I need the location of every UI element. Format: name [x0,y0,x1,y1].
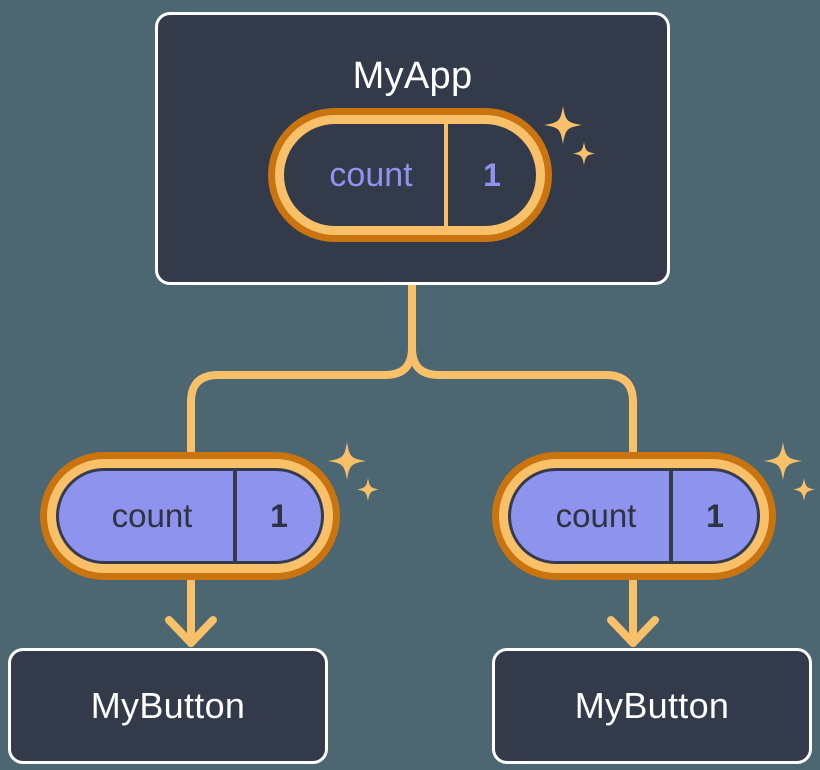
component-node-mybutton-left[interactable]: MyButton [8,648,328,764]
edge-root-to-left-state [187,281,416,456]
state-pill-root[interactable]: count 1 [268,108,552,242]
component-node-mybutton-right[interactable]: MyButton [492,648,812,764]
state-value-label: 1 [669,471,757,561]
state-key-label: count [111,497,193,534]
state-pill-right[interactable]: count 1 [492,452,776,580]
state-value-label: 1 [444,124,536,226]
state-value-label: 1 [233,471,321,561]
state-pill-body: count 1 [56,468,324,564]
state-pill-body: count 1 [284,124,536,226]
state-key-label: count [555,497,637,534]
state-pill-ring: count 1 [47,459,333,573]
state-key-label: count [329,155,413,194]
component-label-myapp: MyApp [352,55,473,97]
edge-root-to-right-state [408,281,637,456]
arrowhead-left [165,616,217,647]
arrowhead-right [607,616,659,647]
state-pill-ring: count 1 [499,459,769,573]
component-label-mybutton: MyButton [90,685,246,726]
state-pill-left[interactable]: count 1 [40,452,340,580]
state-pill-body: count 1 [508,468,760,564]
state-pill-ring: count 1 [275,115,545,235]
component-label-mybutton: MyButton [574,685,730,726]
